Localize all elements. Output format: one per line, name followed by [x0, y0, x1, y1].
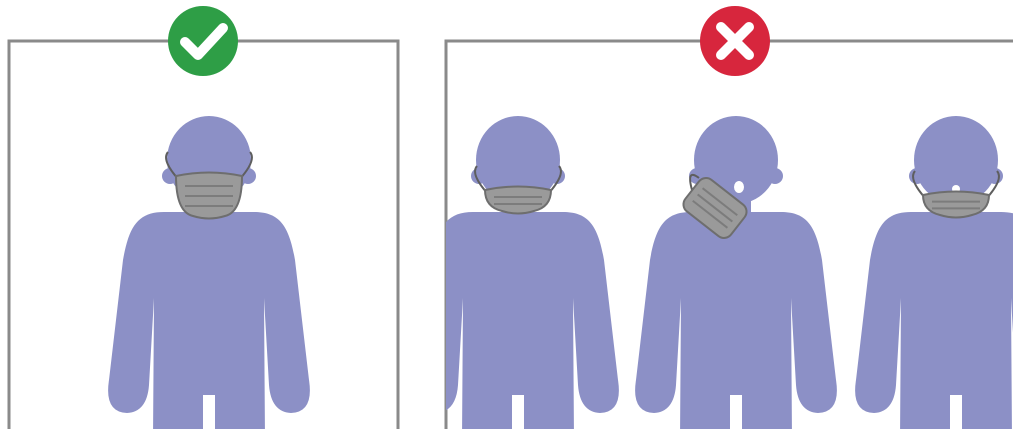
mask-fabric [485, 187, 551, 214]
person-mouth [734, 181, 744, 193]
incorrect-badge [700, 6, 770, 76]
incorrect-panel [417, 6, 1013, 429]
correct-panel [9, 6, 398, 429]
correct-badge [168, 6, 238, 76]
person-body [855, 212, 1013, 429]
